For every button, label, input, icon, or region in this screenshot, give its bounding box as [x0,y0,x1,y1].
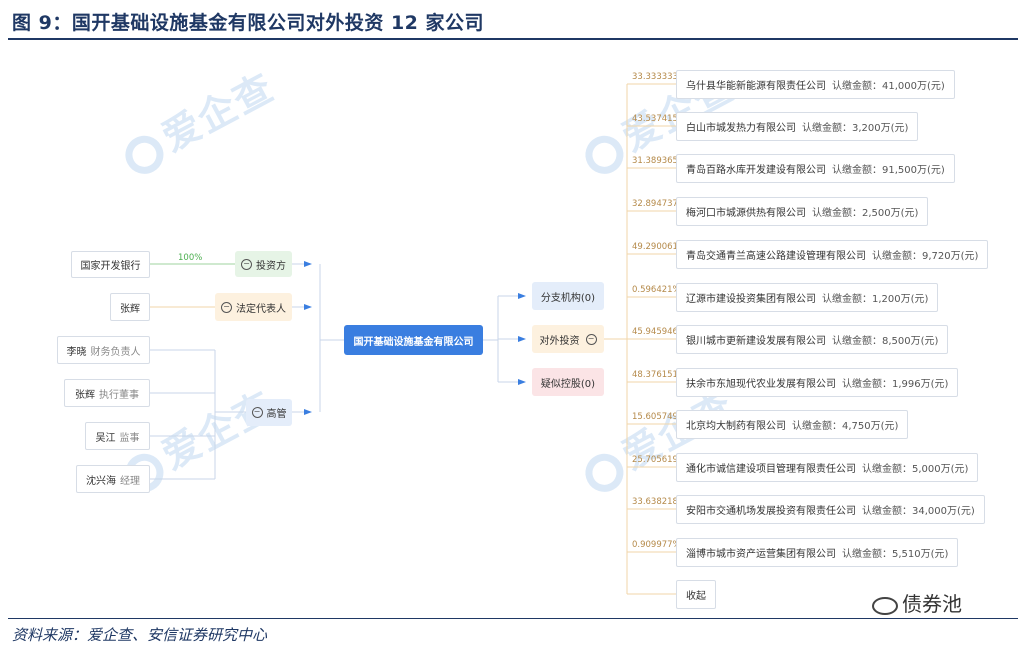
investment-item[interactable]: 安阳市交通机场发展投资有限责任公司认缴金额：34,000万(元) [676,495,985,524]
investment-percent: 31.389365% [632,156,687,166]
investment-percent: 32.894737% [632,199,687,209]
investment-item[interactable]: 梅河口市城源供热有限公司认缴金额：2,500万(元) [676,197,929,226]
collapse-button[interactable]: 收起 [676,580,716,609]
legal-rep-node[interactable]: 张辉 [110,293,150,321]
executive-node[interactable]: 沈兴海经理 [76,465,150,493]
investment-item[interactable]: 白山市城发热力有限公司认缴金额：3,200万(元) [676,112,919,141]
investment-item[interactable]: 银川城市更新建设发展有限公司认缴金额：8,500万(元) [676,325,949,354]
executive-node[interactable]: 张辉执行董事 [64,379,150,407]
figure-title: 图 9：国开基础设施基金有限公司对外投资 12 家公司 [12,12,485,34]
investment-item[interactable]: 辽源市建设投资集团有限公司认缴金额：1,200万(元) [676,283,939,312]
collapse-icon: − [221,301,232,313]
investment-item[interactable]: 扶余市东旭现代农业发展有限公司认缴金额：1,996万(元) [676,368,959,397]
investment-percent: 49.290061% [632,242,687,252]
shareholder-node[interactable]: 国家开发银行 [71,251,150,278]
collapse-icon: − [251,407,263,418]
legal-rep-role-node[interactable]: −法定代表人 [215,293,292,321]
investment-percent: 33.333333% [632,72,687,82]
investment-item[interactable]: 青岛交通青兰高速公路建设管理有限公司认缴金额：9,720万(元) [676,240,989,269]
source-note: 资料来源：爱企查、安信证券研究中心 [12,626,268,644]
collapse-icon: − [585,333,597,345]
investor-role-node[interactable]: −投资方 [235,251,292,277]
wechat-icon [872,596,898,615]
collapse-icon: − [241,258,252,270]
investment-percent: 0.909977% [632,540,681,550]
investment-percent: 25.705619% [632,455,687,465]
brand-mark: 债券池 [872,588,962,617]
investment-percent: 0.596421% [632,285,681,295]
title-rule [8,38,1018,40]
executives-role-node[interactable]: −高管 [246,399,292,426]
investment-item[interactable]: 青岛百路水库开发建设有限公司认缴金额：91,500万(元) [676,154,955,183]
investment-percent: 15.605749% [632,412,687,422]
executive-node[interactable]: 吴江监事 [85,422,150,450]
investment-item[interactable]: 通化市诚信建设项目管理有限责任公司认缴金额：5,000万(元) [676,453,979,482]
investment-percent: 43.537415% [632,114,687,124]
investment-percent: 48.376151% [632,370,687,380]
holding-node[interactable]: 疑似控股(0) [532,368,604,396]
investment-item[interactable]: 乌什县华能新能源有限责任公司认缴金额：41,000万(元) [676,70,955,99]
center-company-node[interactable]: 国开基础设施基金有限公司 [344,325,483,355]
investment-percent: 33.638218% [632,497,687,507]
investment-percent: 45.945946% [632,327,687,337]
shareholder-percent: 100% [178,253,203,263]
branches-node[interactable]: 分支机构(0) [532,282,604,310]
investment-item[interactable]: 北京均大制药有限公司认缴金额：4,750万(元) [676,410,909,439]
investment-item[interactable]: 淄博市城市资产运营集团有限公司认缴金额：5,510万(元) [676,538,959,567]
executive-node[interactable]: 李晓财务负责人 [57,336,150,364]
investment-node[interactable]: 对外投资− [532,325,604,353]
footer-rule [8,618,1018,619]
